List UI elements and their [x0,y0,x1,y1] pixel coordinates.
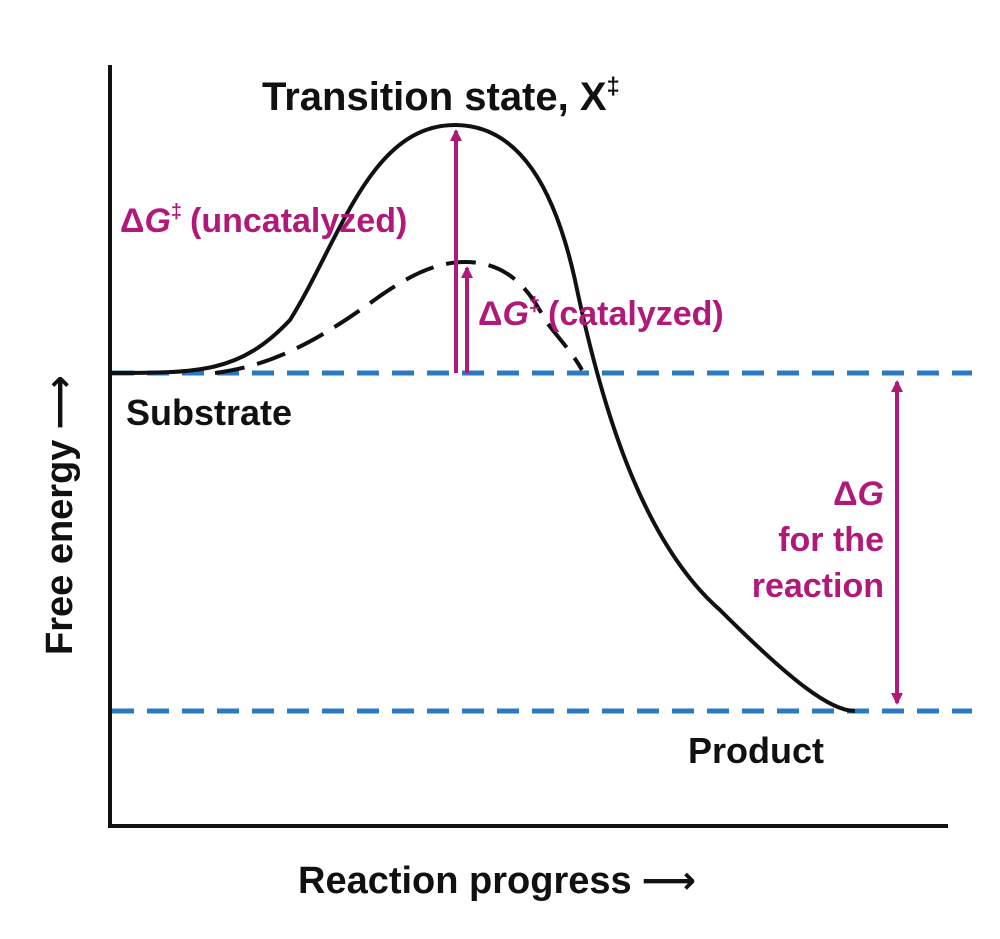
uncatalyzed-curve [109,122,856,713]
y-axis-label: Free energy⟶ [39,375,81,655]
substrate-label: Substrate [126,392,292,433]
reaction-delta-g-label: ΔG [833,475,884,513]
reaction-delta-g-line3: reaction [752,567,884,605]
x-axis-label: Reaction progress⟶ [298,860,696,902]
catalyzed-delta-g-label: ΔG‡(catalyzed) [478,294,724,333]
product-label: Product [688,730,824,771]
transition-state-label: Transition state, X‡ [262,73,620,119]
reaction-delta-g-line2: for the [778,521,884,559]
uncatalyzed-delta-g-label: ΔG‡(uncatalyzed) [120,201,407,240]
